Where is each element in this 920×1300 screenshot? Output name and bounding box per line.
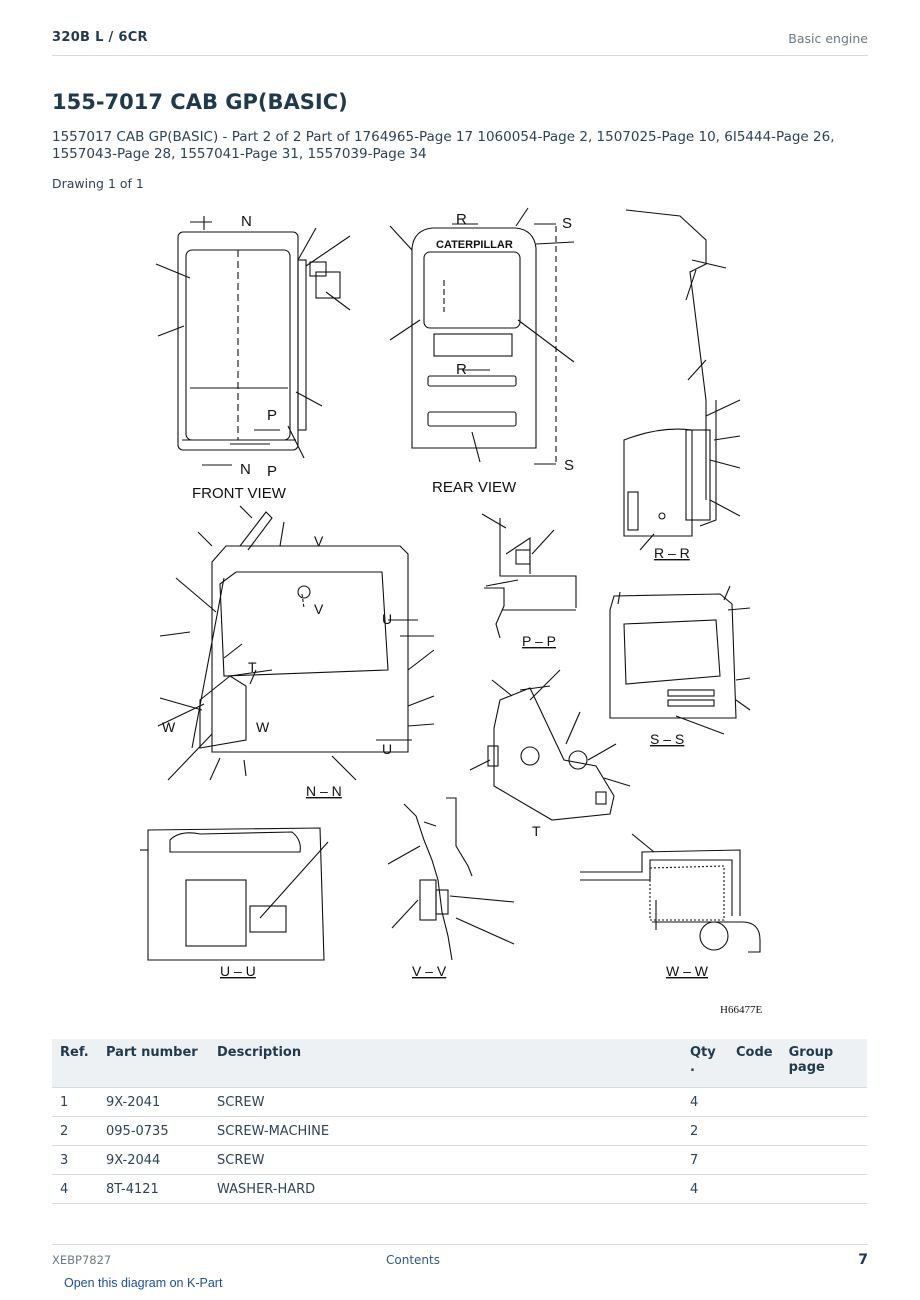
section-uu-drawing bbox=[140, 827, 329, 961]
cell-description: SCREW bbox=[209, 1087, 682, 1117]
cell-part-number: 9X-2041 bbox=[98, 1087, 209, 1117]
col-group-page-header: Group page bbox=[780, 1039, 867, 1088]
cell-ref: 1 bbox=[52, 1087, 98, 1117]
col-ref-header: Ref. bbox=[52, 1039, 98, 1088]
cell-qty: 2 bbox=[682, 1116, 728, 1146]
cell-qty: 7 bbox=[682, 1145, 728, 1175]
col-qty-header: Qty . bbox=[682, 1039, 728, 1088]
section-letter-n-bottom: N bbox=[240, 461, 251, 478]
section-nn-label: N – N bbox=[306, 783, 342, 799]
table-header-row: Ref. Part number Description Qty . Code … bbox=[52, 1039, 867, 1088]
section-rr-label: R – R bbox=[654, 545, 690, 561]
cell-part-number: 9X-2044 bbox=[98, 1145, 209, 1175]
section-letter-w-right: W bbox=[256, 719, 270, 735]
page-number: 7 bbox=[858, 1252, 868, 1268]
section-uu-label: U – U bbox=[220, 963, 256, 979]
table-row: 1 9X-2041 SCREW 4 bbox=[52, 1087, 867, 1117]
parts-table: Ref. Part number Description Qty . Code … bbox=[52, 1039, 867, 1204]
cell-group-page bbox=[780, 1116, 867, 1146]
cell-code bbox=[728, 1145, 781, 1175]
cell-description: SCREW-MACHINE bbox=[209, 1116, 682, 1146]
rear-view-label: REAR VIEW bbox=[432, 479, 517, 496]
section-letter-u-top: U bbox=[382, 611, 392, 627]
section-letter-t: T bbox=[248, 659, 257, 675]
table-row: 2 095-0735 SCREW-MACHINE 2 bbox=[52, 1116, 867, 1146]
cell-part-number: 095-0735 bbox=[98, 1116, 209, 1146]
section-letter-p-top: P bbox=[267, 407, 277, 424]
section-letter-s-top: S bbox=[562, 215, 572, 232]
section-letter-w-left: W bbox=[162, 719, 176, 735]
cell-code bbox=[728, 1116, 781, 1146]
table-row: 4 8T-4121 WASHER-HARD 4 bbox=[52, 1174, 867, 1204]
section-ss-drawing bbox=[609, 585, 751, 735]
col-description-header: Description bbox=[209, 1039, 682, 1088]
drawing-label: Drawing 1 of 1 bbox=[52, 176, 144, 191]
section-letter-n-top: N bbox=[241, 213, 252, 230]
section-pp-label: P – P bbox=[522, 633, 556, 649]
page-subtitle: 1557017 CAB GP(BASIC) - Part 2 of 2 Part… bbox=[52, 129, 835, 162]
open-kpart-link[interactable]: Open this diagram on K-Part bbox=[64, 1276, 223, 1290]
section-vv-drawing bbox=[387, 797, 515, 961]
col-code-header: Code bbox=[728, 1039, 781, 1088]
section-pp-drawing bbox=[481, 513, 577, 639]
section-letter-r-top: R bbox=[456, 211, 467, 228]
drawing-code: H66477E bbox=[720, 1004, 762, 1016]
cell-qty: 4 bbox=[682, 1174, 728, 1204]
cell-group-page bbox=[780, 1087, 867, 1117]
cell-ref: 3 bbox=[52, 1145, 98, 1175]
page-title: 155-7017 CAB GP(BASIC) bbox=[52, 90, 348, 114]
cell-ref: 2 bbox=[52, 1116, 98, 1146]
section-letter-u-bottom: U bbox=[382, 741, 392, 757]
section-ww-drawing bbox=[580, 833, 761, 953]
section-nn-drawing bbox=[157, 505, 435, 781]
header-divider bbox=[52, 55, 868, 56]
cab-brand-logo: CATERPILLAR bbox=[436, 239, 513, 251]
cell-qty: 4 bbox=[682, 1087, 728, 1117]
section-ww-label: W – W bbox=[666, 963, 709, 979]
cell-description: SCREW bbox=[209, 1145, 682, 1175]
section-letter-v-bottom: V bbox=[314, 601, 324, 617]
cell-code bbox=[728, 1087, 781, 1117]
cell-code bbox=[728, 1174, 781, 1204]
detail-t-drawing bbox=[469, 669, 631, 821]
detail-t-label: T bbox=[532, 823, 541, 839]
section-letter-v-top: V bbox=[314, 533, 324, 549]
section-letter-r-mid: R bbox=[456, 361, 467, 378]
cell-group-page bbox=[780, 1174, 867, 1204]
front-view-label: FRONT VIEW bbox=[192, 485, 287, 502]
section-letter-p-bottom: P bbox=[267, 463, 277, 480]
section-rr-drawing bbox=[623, 209, 741, 551]
cell-part-number: 8T-4121 bbox=[98, 1174, 209, 1204]
parts-diagram: N N P P FRONT VIEW CATERPILLAR R R S S R… bbox=[120, 200, 800, 1020]
section-ss-label: S – S bbox=[650, 731, 684, 747]
header-section: Basic engine bbox=[788, 31, 868, 46]
col-part-number-header: Part number bbox=[98, 1039, 209, 1088]
front-view-drawing bbox=[155, 216, 351, 466]
table-row: 3 9X-2044 SCREW 7 bbox=[52, 1145, 867, 1175]
section-vv-label: V – V bbox=[412, 963, 447, 979]
rear-view-drawing bbox=[389, 207, 575, 465]
footer-divider bbox=[52, 1244, 868, 1245]
contents-link[interactable]: Contents bbox=[386, 1253, 440, 1267]
section-letter-s-bottom: S bbox=[564, 457, 574, 474]
footer-doc-id: XEBP7827 bbox=[52, 1253, 112, 1267]
cell-ref: 4 bbox=[52, 1174, 98, 1204]
cell-group-page bbox=[780, 1145, 867, 1175]
cell-description: WASHER-HARD bbox=[209, 1174, 682, 1204]
header-model: 320B L / 6CR bbox=[52, 30, 148, 45]
